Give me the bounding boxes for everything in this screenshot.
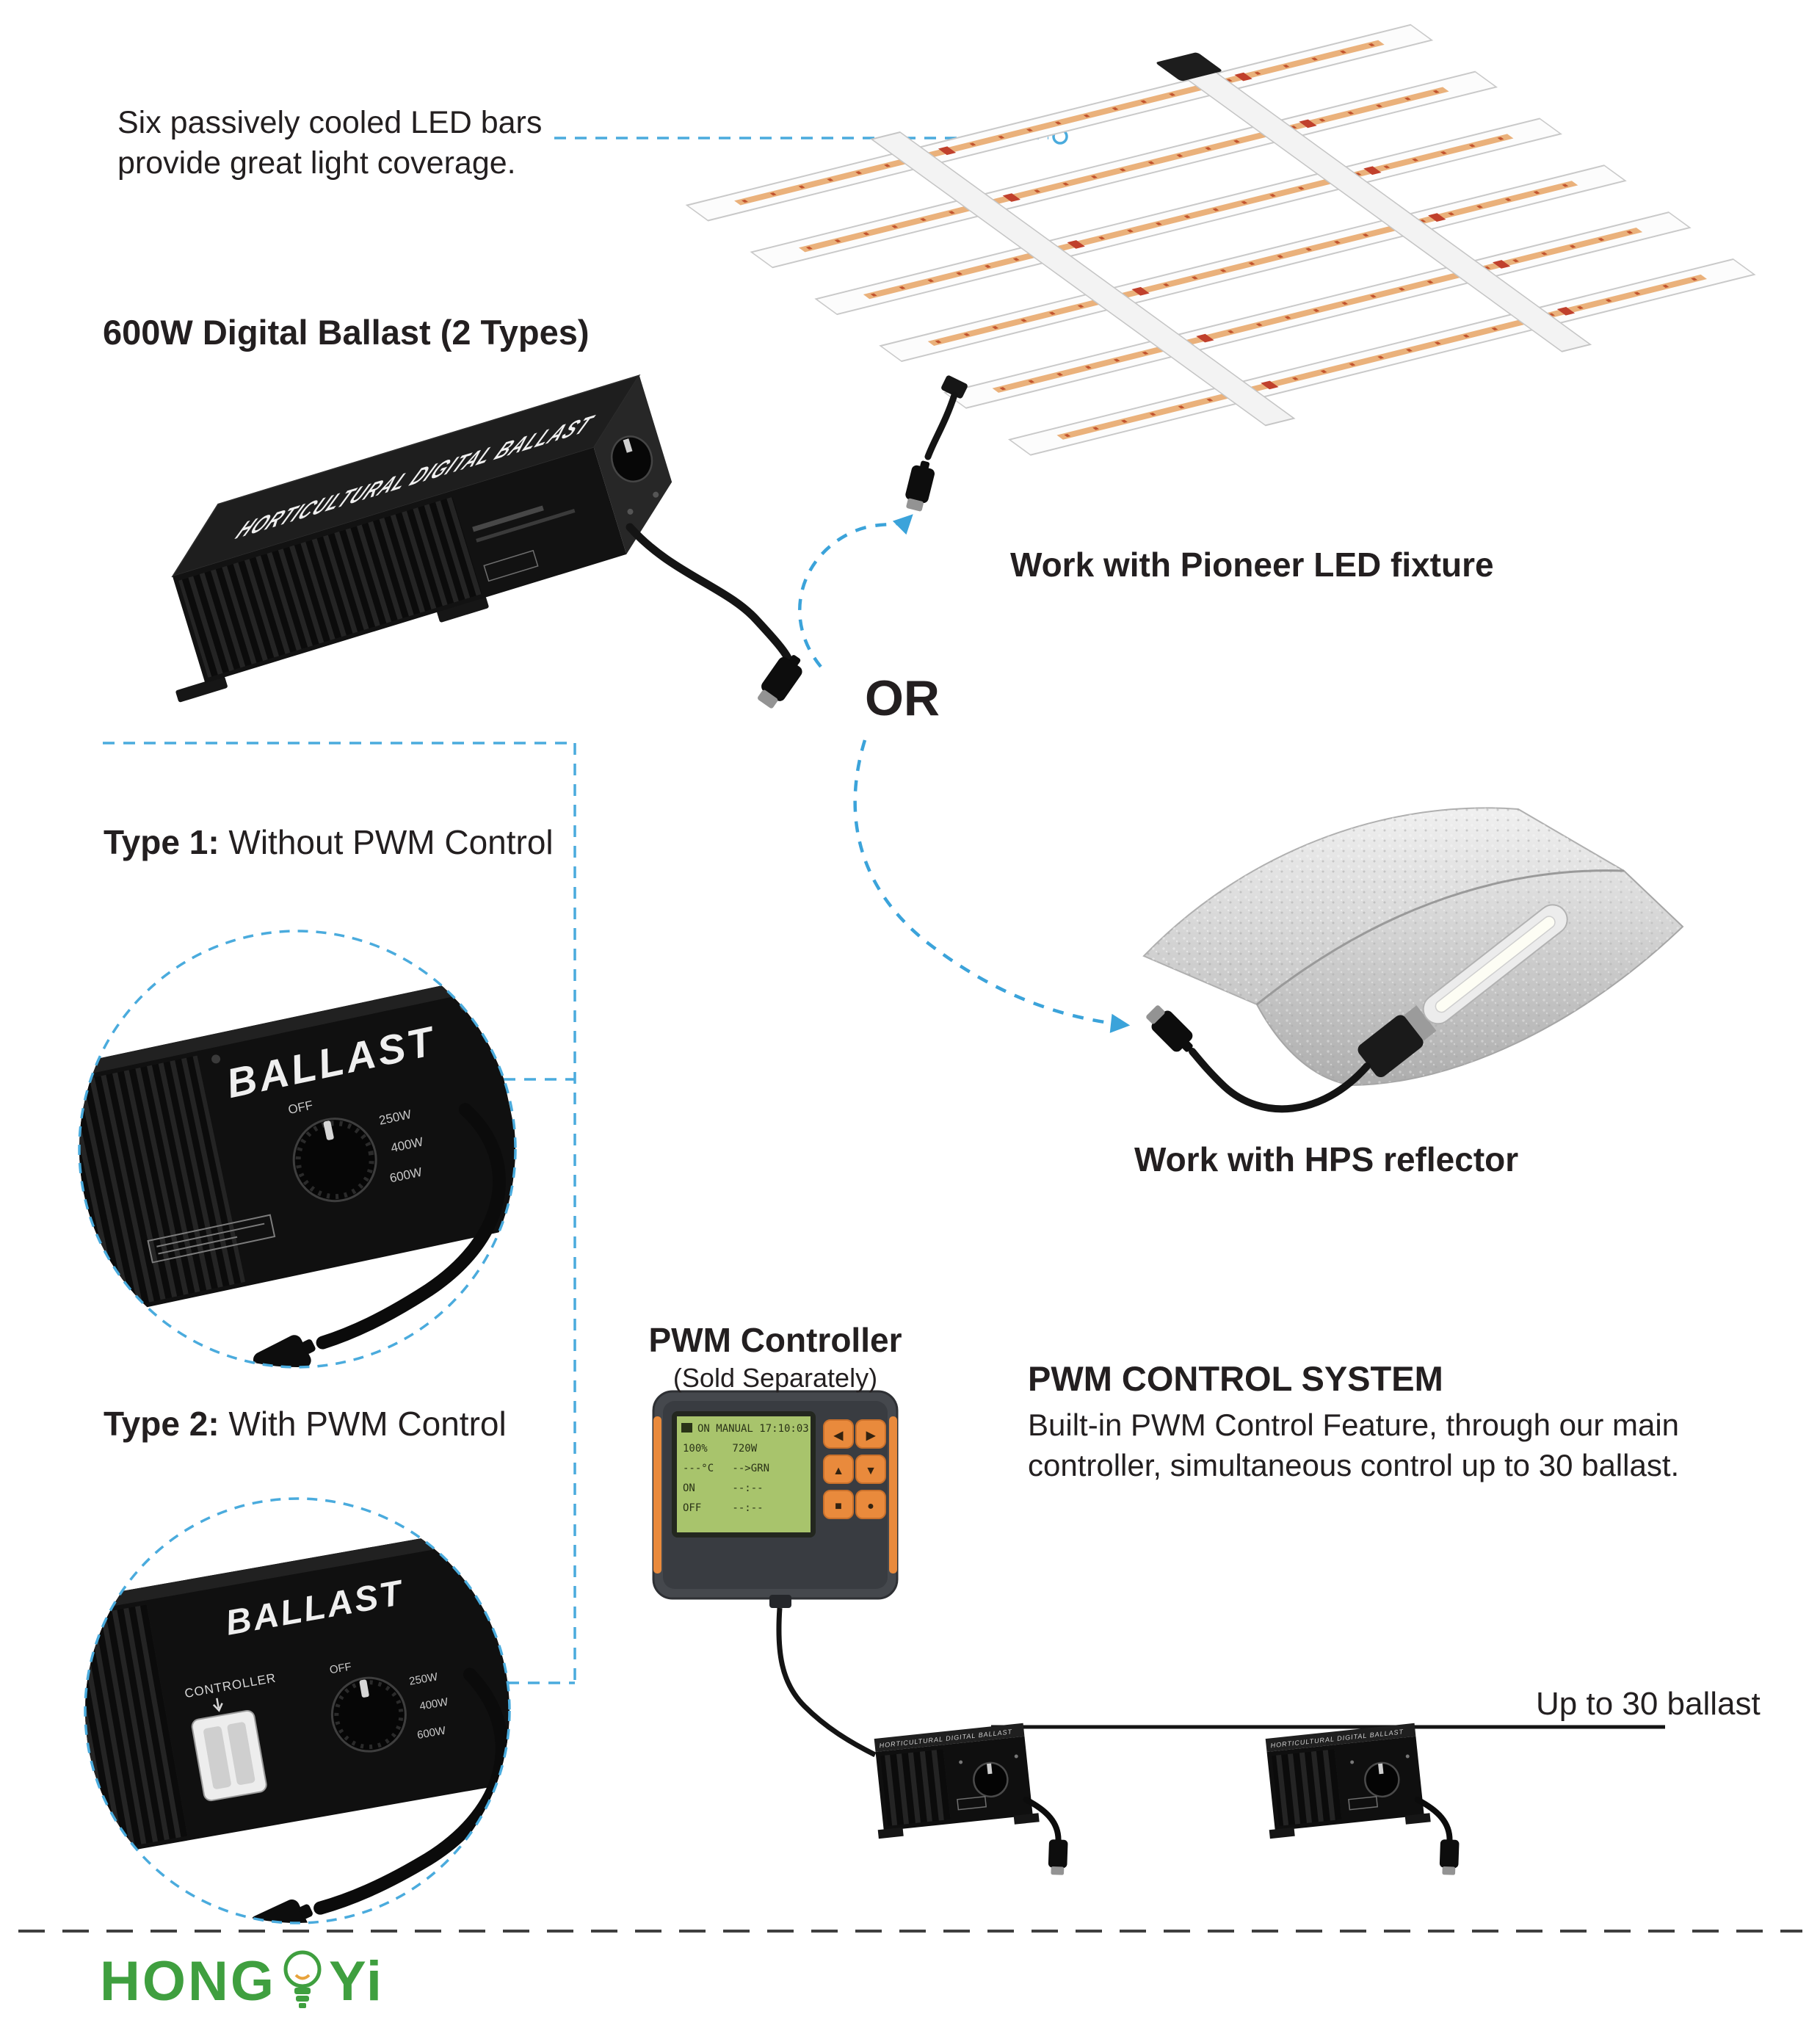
svg-text:◀: ◀ <box>833 1430 844 1442</box>
type1-label: Type 1: Without PWM Control <box>104 822 554 862</box>
controller-button[interactable]: ▲ <box>823 1455 854 1484</box>
controller-cable-port <box>769 1595 791 1608</box>
svg-text:▶: ▶ <box>866 1430 876 1442</box>
pwm-system-body: Built-in PWM Control Feature, through ou… <box>1028 1408 1680 1482</box>
pwm-system-title: PWM CONTROL SYSTEM <box>1028 1359 1443 1398</box>
lcd-status-icon <box>681 1423 692 1433</box>
ballast-knob <box>610 435 653 483</box>
pwm-controller-device: ON MANUAL 17:10:03 100% 720W ---°C -->GR… <box>652 1390 899 1608</box>
pwm-controller-subtitle: (Sold Separately) <box>672 1363 878 1393</box>
knob-label-250: 250W <box>408 1670 439 1688</box>
zoom-cable <box>316 1103 507 1350</box>
controller-button[interactable]: ● <box>855 1490 886 1519</box>
main-ballast: HORTICULTURAL DIGITAL BALLAST <box>171 374 672 703</box>
controller-button[interactable]: ◀ <box>823 1419 854 1449</box>
hps-reflector <box>1142 807 1684 1113</box>
led-note: Six passively cooled LED bars provide gr… <box>117 105 543 181</box>
type2-label: Type 2: With PWM Control <box>104 1404 507 1444</box>
ballast-plug <box>753 649 808 712</box>
controller-buttons: ◀ ▶ ▲ ▼ ■ ● <box>823 1419 886 1519</box>
led-fixture-plug <box>902 458 938 513</box>
controller-button[interactable]: ■ <box>823 1490 854 1519</box>
reflector-ridge <box>1256 869 1625 1006</box>
knob-label-off: OFF <box>329 1660 352 1676</box>
knob-label-400: 400W <box>418 1695 449 1713</box>
led-fixture-caption: Work with Pioneer LED fixture <box>1010 546 1494 584</box>
hps-lamp-tube <box>1357 904 1568 1078</box>
svg-text:■: ■ <box>835 1500 842 1513</box>
hps-caption: Work with HPS reflector <box>1134 1140 1519 1178</box>
lcd-line: ON MANUAL 17:10:03 <box>697 1423 809 1435</box>
pwm-controller-title: PWM Controller <box>648 1321 902 1359</box>
type2-zoom-circle: BALLAST CONTROLLER OFF 250W 400W 600W <box>84 1497 511 1924</box>
chain-ballast-2 <box>1260 1720 1463 1894</box>
up-to-ballast-label: Up to 30 ballast <box>1536 1686 1761 1722</box>
fixture-cable <box>924 391 958 460</box>
lcd-line: ---°C -->GRN <box>683 1463 769 1474</box>
logo: HONG Yi <box>100 1947 384 2015</box>
bulb-icon <box>283 1950 322 2008</box>
arrow-to-led-fixture <box>797 514 913 668</box>
lcd-line: OFF --:-- <box>683 1502 764 1514</box>
zoom-knob <box>330 1676 407 1753</box>
knob-label-600: 600W <box>416 1724 447 1742</box>
zoom-cable <box>313 1667 509 1915</box>
type2-label-rest: With PWM Control <box>219 1405 507 1443</box>
hps-cable <box>1189 1048 1371 1113</box>
lcd-line: ON --:-- <box>683 1482 764 1494</box>
type1-label-rest: Without PWM Control <box>219 823 554 861</box>
lcd-line: 100% 720W <box>683 1443 758 1455</box>
controller-button[interactable]: ▶ <box>855 1419 886 1449</box>
ballast-fins <box>178 496 482 678</box>
logo-text-right: Yi <box>329 1949 384 2013</box>
ballast-heading: 600W Digital Ballast (2 Types) <box>103 313 590 352</box>
type1-label-bold: Type 1: <box>104 823 220 861</box>
controller-button[interactable]: ▼ <box>855 1455 886 1484</box>
fixture-cable-connector <box>941 375 968 399</box>
fixture-rails <box>870 52 1592 427</box>
lcd-screen <box>677 1416 811 1532</box>
chain-ballast-1 <box>869 1720 1072 1894</box>
svg-text:▼: ▼ <box>865 1465 877 1477</box>
or-label: OR <box>865 670 940 726</box>
type1-zoom-circle: BALLAST OFF 250W 400W 600W <box>78 930 517 1369</box>
controller-cable <box>776 1607 877 1758</box>
zoom-knob <box>292 1118 377 1203</box>
guide-lines <box>103 742 576 1684</box>
ballast-cable <box>626 523 792 662</box>
fixture-driver-box <box>1156 52 1222 82</box>
led-fixture <box>660 5 1784 477</box>
controller-port <box>191 1710 267 1802</box>
type2-label-bold: Type 2: <box>104 1405 220 1443</box>
arrow-to-hps-reflector <box>853 739 1131 1033</box>
svg-text:▲: ▲ <box>833 1465 844 1477</box>
ballast-top-face <box>171 374 641 578</box>
logo-text-left: HONG <box>100 1949 276 2013</box>
svg-text:●: ● <box>867 1500 874 1513</box>
